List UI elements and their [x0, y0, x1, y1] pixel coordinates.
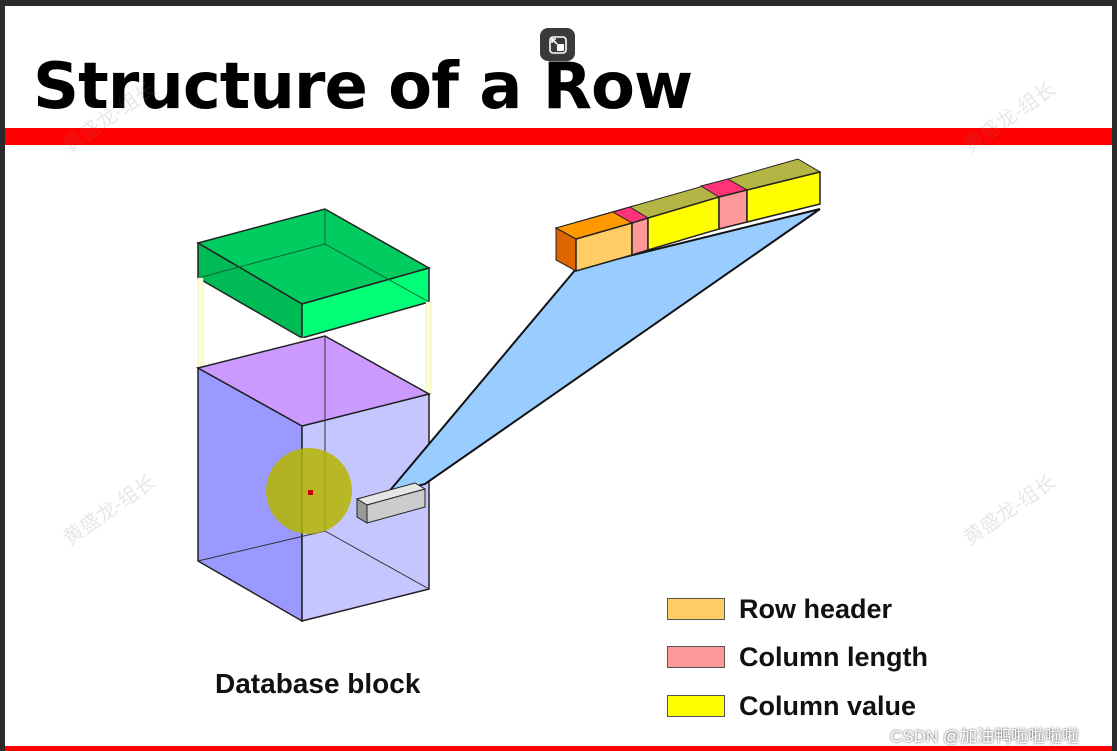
- bottom-bar: [5, 746, 1112, 751]
- legend-swatch: [667, 695, 725, 717]
- legend-swatch: [667, 598, 725, 620]
- column-value-segment: [746, 171, 821, 223]
- page-title: Structure of a Row: [33, 50, 693, 124]
- column-length-segment: [631, 216, 649, 257]
- restore-icon: [548, 35, 567, 54]
- title-underline-bar: [5, 128, 1112, 145]
- zoomed-row: [554, 158, 822, 272]
- legend-swatch: [667, 646, 725, 668]
- slide: Structure of a Row 黄盛龙-组长 黄盛龙-组长 黄盛龙-组长 …: [5, 6, 1112, 751]
- row-in-block: [355, 482, 427, 524]
- row-structure-diagram: [195, 158, 822, 623]
- database-block-caption: Database block: [215, 668, 421, 699]
- block-lid: [196, 208, 431, 340]
- restore-button[interactable]: [540, 28, 575, 61]
- legend-label: Column length: [739, 642, 928, 672]
- database-block: [195, 335, 432, 623]
- column-length-segment: [718, 189, 748, 230]
- legend-label: Column value: [739, 691, 917, 721]
- legend-label: Row header: [739, 594, 893, 624]
- credit-watermark: CSDN @加油鸭啦啦啦啦: [890, 727, 1080, 746]
